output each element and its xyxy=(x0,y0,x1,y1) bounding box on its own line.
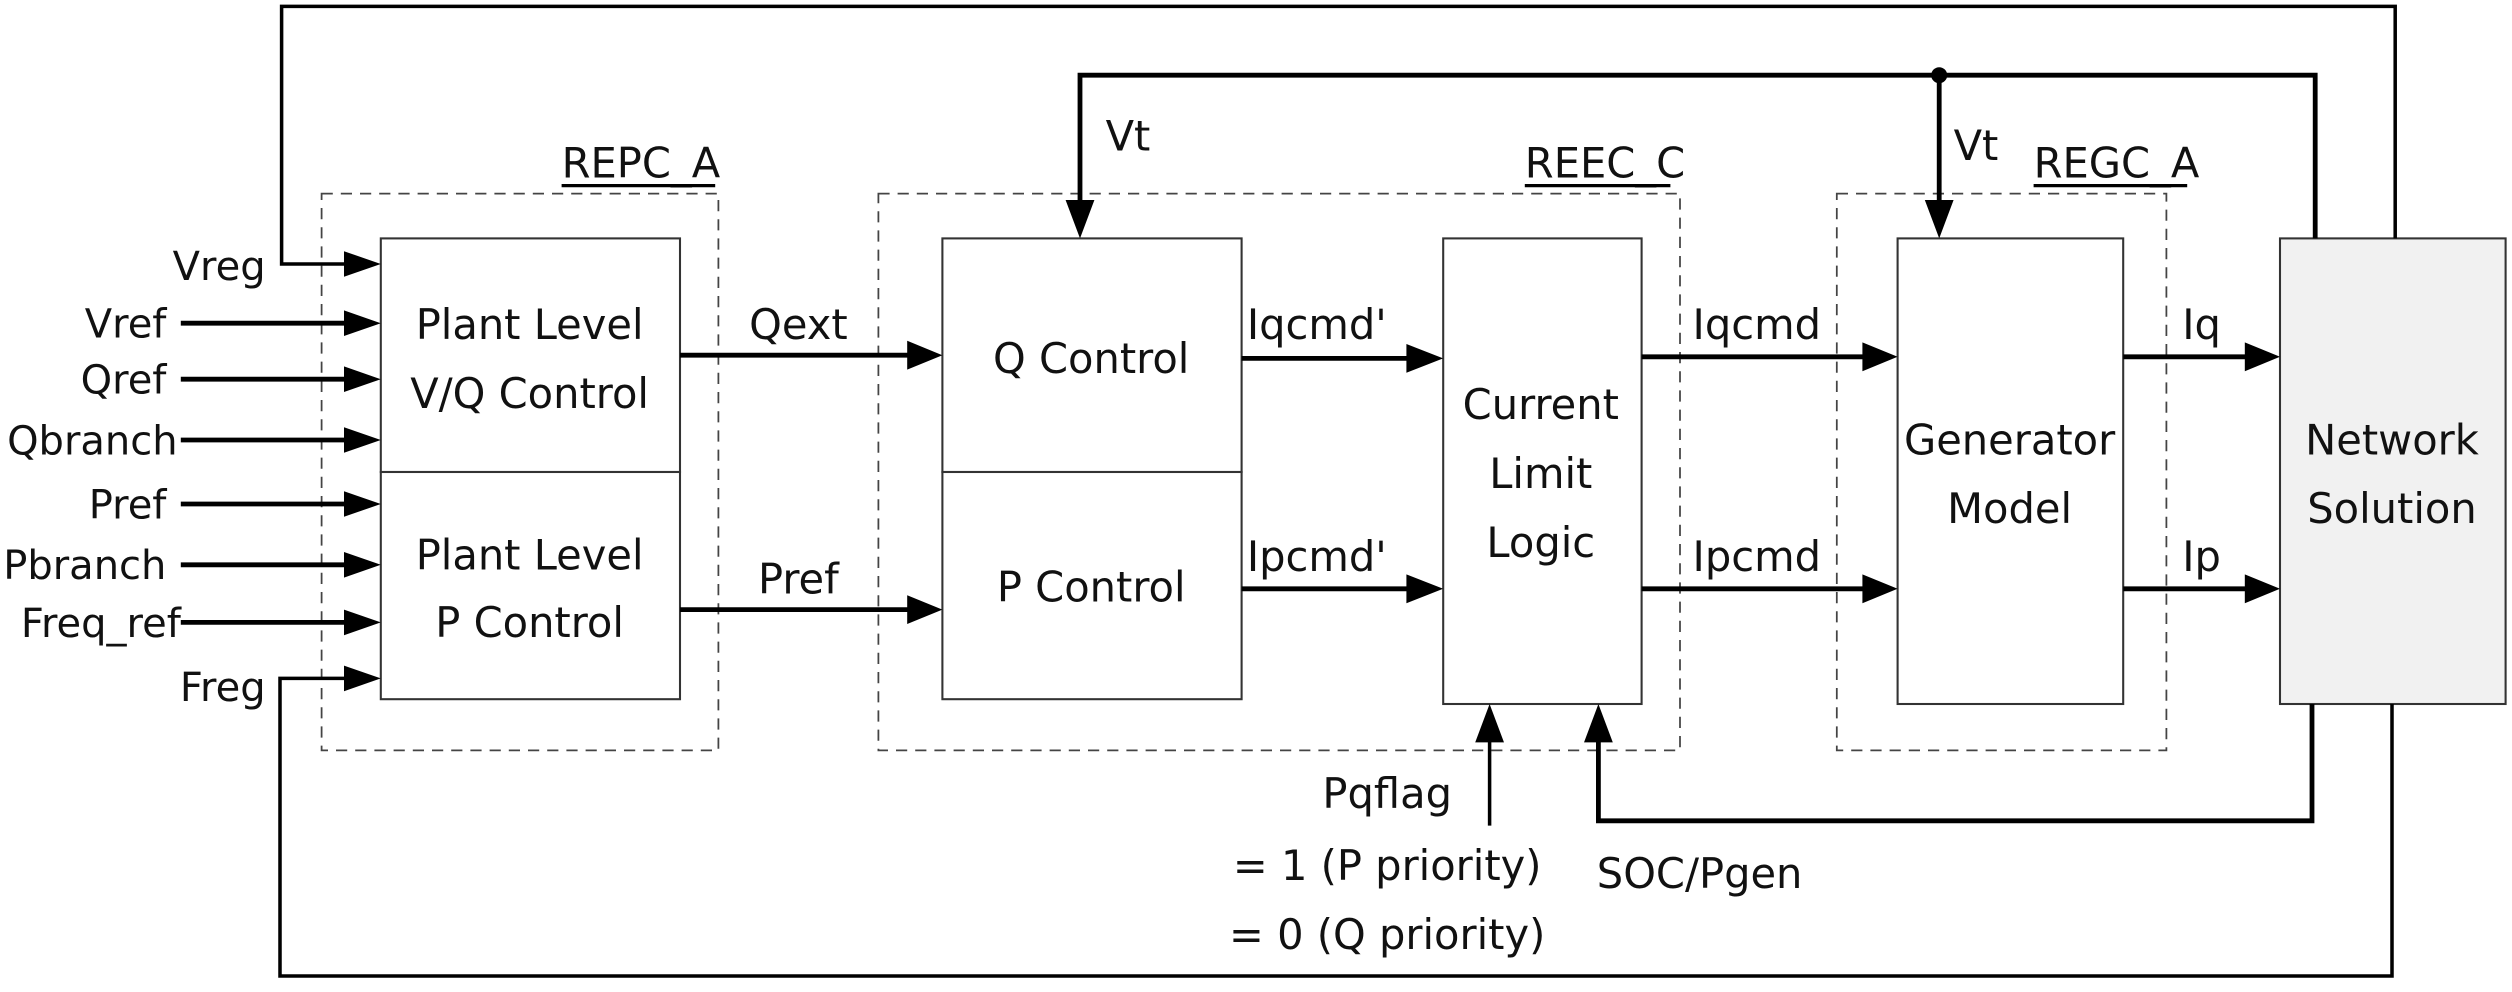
input-label-vref: Vref xyxy=(85,302,168,348)
arrowhead xyxy=(1862,574,1898,604)
block-label: Plant Level xyxy=(416,531,644,580)
input-label-qbranch: Qbranch xyxy=(7,418,178,464)
arrowhead xyxy=(344,251,381,277)
group-repc-a xyxy=(320,192,720,752)
group-reec-c xyxy=(877,192,1681,752)
block-p-control xyxy=(941,470,1243,701)
block-label: Logic xyxy=(1486,518,1595,567)
block-label: Network xyxy=(2305,415,2479,464)
block-label: Limit xyxy=(1489,449,1592,498)
arrowhead xyxy=(1924,200,1954,239)
arrowhead xyxy=(344,552,381,578)
arrowhead xyxy=(1475,704,1504,743)
arrowhead xyxy=(344,491,381,517)
signal-label-iq: Iq xyxy=(2182,300,2221,349)
input-label-qref: Qref xyxy=(81,358,168,404)
signal-label-vt-left: Vt xyxy=(1106,111,1151,160)
block-label: Model xyxy=(1947,484,2072,533)
block-label: P Control xyxy=(435,598,624,647)
arrowhead xyxy=(2244,574,2280,604)
arrowhead xyxy=(344,427,381,453)
block-plant-p-control xyxy=(379,470,682,701)
signal-label-qext: Qext xyxy=(749,300,848,349)
block-network-solution xyxy=(2278,237,2507,706)
input-label-freg: Freg xyxy=(180,665,266,711)
group-label-repc-a: REPC_A xyxy=(562,139,721,188)
group-regc-a xyxy=(1835,192,2168,752)
arrowhead xyxy=(907,595,943,624)
block-current-limit-logic xyxy=(1442,237,1643,706)
signal-label-vt-right: Vt xyxy=(1954,121,1999,170)
input-label-pbranch: Pbranch xyxy=(3,543,166,589)
vt-bus-wire xyxy=(1077,72,2318,239)
signal-label-ipcmd-prime: Ipcmd' xyxy=(1247,532,1387,581)
signal-label-pref: Pref xyxy=(758,555,840,604)
arrowhead xyxy=(344,665,381,692)
signal-label-iqcmd: Iqcmd xyxy=(1693,300,1821,349)
arrowhead xyxy=(344,609,381,636)
arrowhead xyxy=(1406,344,1444,373)
group-label-regc-a: REGC_A xyxy=(2034,139,2200,188)
arrowhead xyxy=(344,366,381,392)
block-label: P Control xyxy=(997,563,1186,612)
block-generator-model xyxy=(1896,237,2125,706)
junction-dot xyxy=(1931,67,1948,84)
block-q-control xyxy=(941,237,1243,474)
input-label-pref: Pref xyxy=(89,482,168,528)
block-label: V/Q Control xyxy=(410,369,649,418)
soc-feedback-wire xyxy=(1596,704,2315,824)
block-label: Generator xyxy=(1904,415,2116,464)
arrowhead xyxy=(2244,342,2280,372)
block-label: Plant Level xyxy=(416,300,644,349)
block-label: Q Control xyxy=(993,334,1189,383)
signal-label-ipcmd: Ipcmd xyxy=(1693,532,1821,581)
arrowhead xyxy=(1862,342,1898,372)
signal-label-pqflag-0: = 0 (Q priority) xyxy=(1229,910,1545,959)
signal-label-pqflag: Pqflag xyxy=(1322,769,1452,818)
arrowhead xyxy=(907,340,943,370)
signal-label-soc-pgen: SOC/Pgen xyxy=(1597,849,1803,898)
arrowhead xyxy=(1584,704,1613,743)
signal-label-ip: Ip xyxy=(2182,532,2221,581)
input-label-freq-ref: Freq_ref xyxy=(21,601,182,647)
group-label-reec-c: REEC_C xyxy=(1525,139,1685,188)
arrowhead xyxy=(1065,200,1095,239)
signal-label-pqflag-1: = 1 (P priority) xyxy=(1233,841,1542,890)
arrowhead xyxy=(1406,574,1444,604)
signal-label-iqcmd-prime: Iqcmd' xyxy=(1247,300,1387,349)
block-label: Current xyxy=(1463,380,1619,429)
freg-feedback-wire xyxy=(278,676,2394,978)
block-label: Solution xyxy=(2307,484,2476,533)
input-label-vreg: Vreg xyxy=(173,244,266,290)
arrowheads xyxy=(344,200,2280,743)
vreg-feedback-wire xyxy=(279,4,2397,266)
block-plant-vq-control xyxy=(379,237,682,474)
arrowhead xyxy=(344,310,381,336)
